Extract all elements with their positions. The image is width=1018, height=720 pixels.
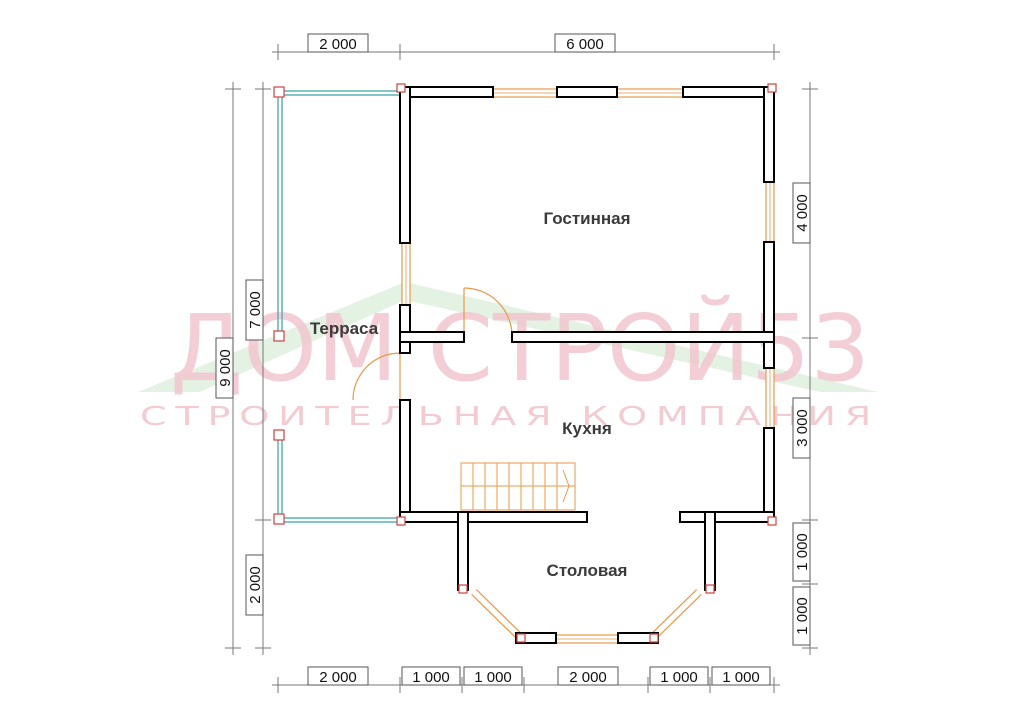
dim-left-upper: 7 000 [247, 291, 264, 329]
dim-right-3: 1 000 [794, 533, 811, 571]
bay-windows [471, 589, 702, 642]
doors [352, 287, 513, 401]
dimension-texts: 2 000 6 000 9 000 7 000 2 000 4 000 3 00… [217, 36, 811, 686]
room-label-dining: Столовая [547, 561, 628, 580]
wall-corners [396, 83, 777, 643]
dim-top-right: 6 000 [566, 36, 604, 53]
dim-right-4: 1 000 [794, 597, 811, 635]
watermark: ДОМ СТРОЙ53 СТРОИТЕЛЬНАЯ КОМПАНИЯ [138, 282, 880, 432]
terrace-railing [277, 90, 402, 523]
dim-bottom-4: 2 000 [569, 669, 607, 686]
dim-right-2: 3 000 [794, 409, 811, 447]
room-label-living: Гостинная [543, 209, 630, 228]
terrace-posts [273, 86, 285, 525]
dim-left-total: 9 000 [217, 349, 234, 387]
room-label-terrace: Терраса [310, 319, 379, 338]
watermark-tagline: СТРОИТЕЛЬНАЯ КОМПАНИЯ [140, 402, 880, 432]
dim-bottom-1: 2 000 [319, 669, 357, 686]
dim-top-left: 2 000 [319, 36, 357, 53]
watermark-brand: ДОМ СТРОЙ53 [170, 294, 870, 402]
bay-windows-inner [472, 590, 701, 641]
dimension-label-boxes [215, 33, 811, 686]
stairs [460, 462, 576, 511]
dim-bottom-5: 1 000 [660, 669, 698, 686]
walls [399, 86, 775, 644]
dim-bottom-2: 1 000 [412, 669, 450, 686]
watermark-roof-shape [138, 282, 878, 392]
dim-bottom-6: 1 000 [722, 669, 760, 686]
room-labels: Гостинная Терраса Кухня Столовая [310, 209, 631, 580]
dim-right-1: 4 000 [794, 194, 811, 232]
dim-bottom-3: 1 000 [474, 669, 512, 686]
window-centers [405, 92, 771, 640]
room-label-kitchen: Кухня [562, 419, 612, 438]
dim-left-lower: 2 000 [247, 566, 264, 604]
